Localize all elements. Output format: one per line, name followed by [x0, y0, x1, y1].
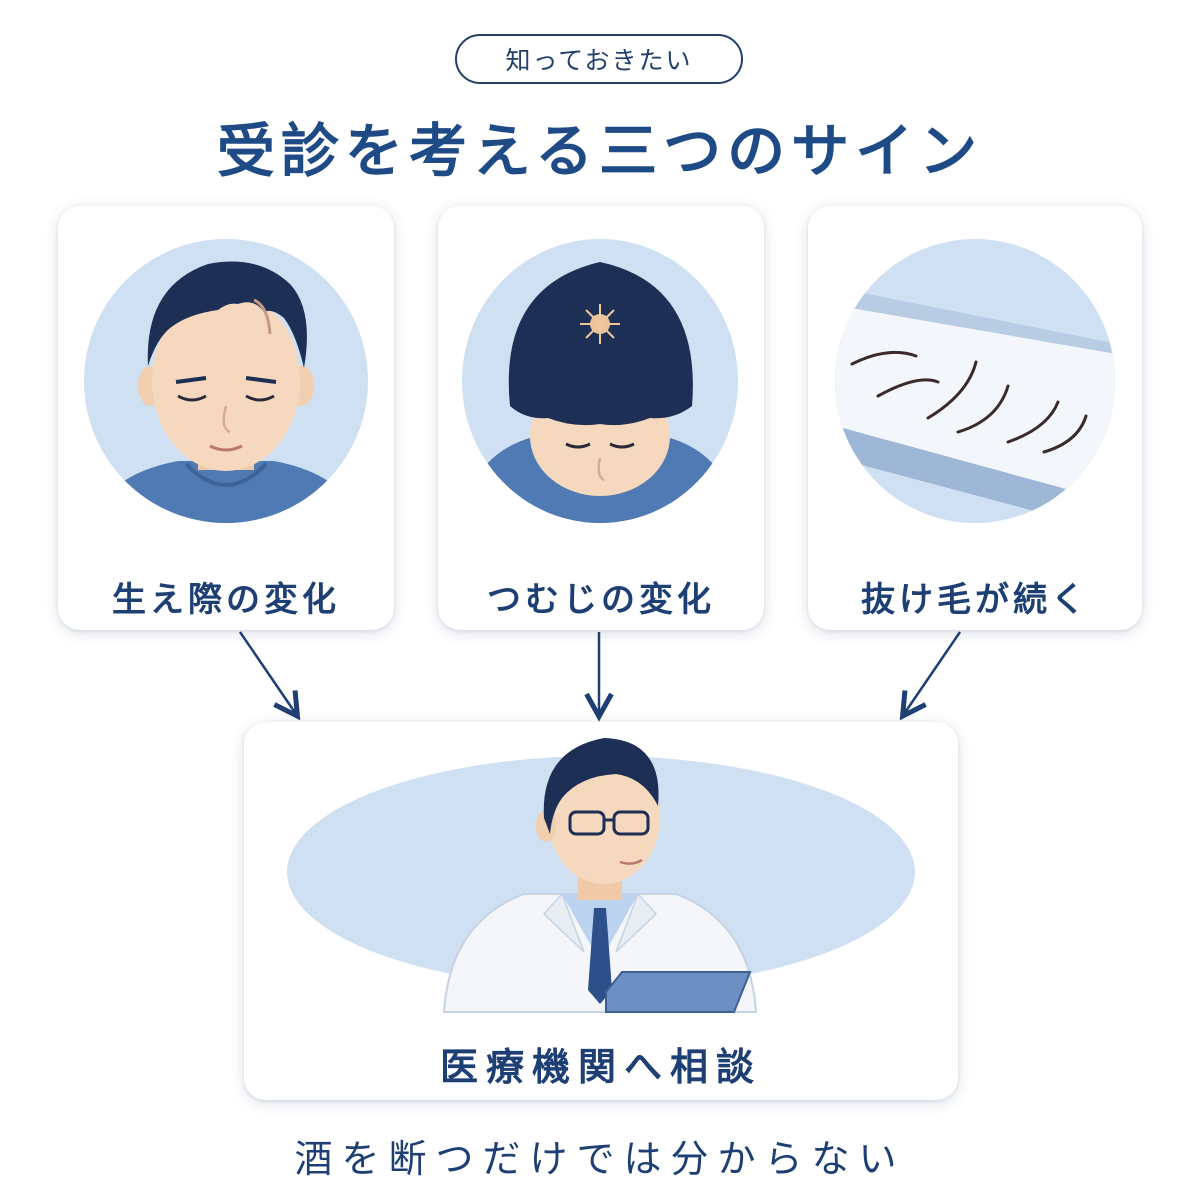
- consult-card: 医療機関へ相談: [244, 722, 958, 1100]
- badge-pill: 知っておきたい: [455, 34, 743, 84]
- consult-label: 医療機関へ相談: [439, 1045, 762, 1089]
- sign-label-hairline: 生え際の変化: [112, 580, 340, 620]
- badge-text: 知っておきたい: [505, 46, 693, 75]
- crown-illustration: [462, 239, 738, 523]
- sign-label-crown: つむじの変化: [487, 580, 715, 620]
- sign-label-hairloss: 抜け毛が続く: [861, 580, 1089, 620]
- page-title: 受診を考える三つのサイン: [216, 117, 984, 185]
- hairloss-illustration: [835, 239, 1115, 523]
- footer-note: 酒を断つだけでは分からない: [294, 1137, 906, 1181]
- sign-card-hairloss: 抜け毛が続く: [808, 206, 1142, 630]
- hairline-illustration: [84, 239, 368, 523]
- sign-card-crown: つむじの変化: [438, 206, 764, 630]
- arrow-right: [904, 631, 962, 714]
- doctor-illustration: [287, 738, 915, 1013]
- arrow-left: [238, 631, 296, 714]
- sign-card-hairline: 生え際の変化: [58, 206, 394, 630]
